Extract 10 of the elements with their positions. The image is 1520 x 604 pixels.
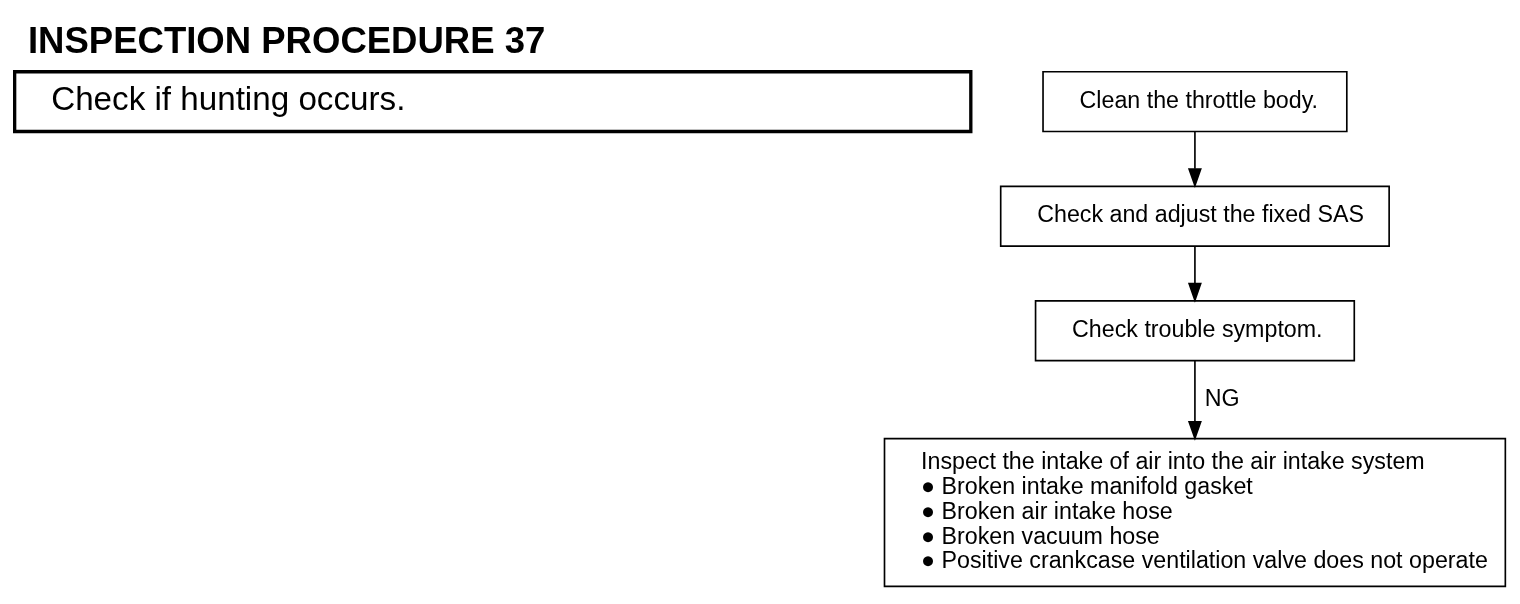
arrow xyxy=(1187,359,1202,441)
node-box: Clean the throttle body. xyxy=(1042,70,1348,132)
node-box: Check and adjust the fixed SAS xyxy=(999,184,1390,247)
arrow xyxy=(1187,130,1202,188)
arrow xyxy=(1187,245,1202,303)
node-box: Check trouble symptom. xyxy=(1034,299,1356,361)
diagram-title: INSPECTION PROCEDURE 37 xyxy=(27,19,546,61)
node-box: Check if hunting occurs. xyxy=(13,69,973,133)
node-box: Inspect the intake of air into the air intake system ● Broken intake manifold gasket ● Broken air intake hose ● Broken vacuum hose ● Positive crankcase ventilation valve does not operate xyxy=(883,437,1507,587)
edge-label: NG xyxy=(1204,384,1240,411)
